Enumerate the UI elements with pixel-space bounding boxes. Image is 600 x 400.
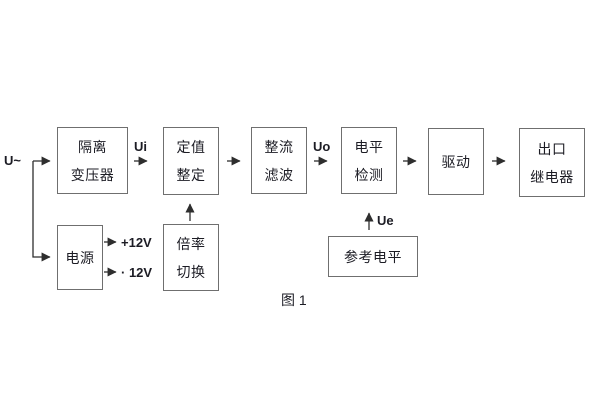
block-setting: 定值 整定 xyxy=(163,127,219,195)
block-drive-label: 驱动 xyxy=(441,153,471,170)
block-setting-line2: 整定 xyxy=(176,167,206,183)
block-rectifier-filter-line2: 滤波 xyxy=(264,166,294,183)
block-power-supply-label: 电源 xyxy=(65,249,95,266)
block-output-relay-line1: 出口 xyxy=(537,140,567,157)
block-level-detection-line2: 检测 xyxy=(354,166,384,183)
block-reference-level-label: 参考电平 xyxy=(344,248,402,265)
block-output-relay-line2: 继电器 xyxy=(530,168,574,185)
block-isolation-transformer-line2: 变压器 xyxy=(70,166,115,183)
block-rectifier-filter-line1: 整流 xyxy=(264,138,294,155)
block-rate-switch-line2: 切换 xyxy=(176,263,206,280)
ui-signal-label: Ui xyxy=(134,139,147,154)
block-output-relay: 出口 继电器 xyxy=(519,128,585,197)
block-level-detection: 电平 检测 xyxy=(341,127,397,194)
block-level-detection-line1: 电平 xyxy=(354,138,384,155)
block-reference-level: 参考电平 xyxy=(328,236,418,277)
block-setting-line1: 定值 xyxy=(176,139,206,155)
block-isolation-transformer-line1: 隔离 xyxy=(78,138,107,155)
block-power-supply: 电源 xyxy=(57,225,103,290)
uo-signal-label: Uo xyxy=(313,139,331,154)
block-rate-switch-line1: 倍率 xyxy=(176,235,206,252)
plus-12v-label: +12V xyxy=(121,235,152,250)
input-voltage-label: U~ xyxy=(4,153,21,168)
minus-12v-label: · 12V xyxy=(121,265,153,280)
block-rate-switch: 倍率 切换 xyxy=(163,224,219,291)
arrow-input-to-power-supply xyxy=(32,161,51,262)
block-isolation-transformer: 隔离 变压器 xyxy=(57,127,128,194)
ue-signal-label: Ue xyxy=(377,213,394,228)
block-rectifier-filter: 整流 滤波 xyxy=(251,127,307,194)
figure-caption: 图 1 xyxy=(281,292,307,308)
block-drive: 驱动 xyxy=(428,128,484,195)
